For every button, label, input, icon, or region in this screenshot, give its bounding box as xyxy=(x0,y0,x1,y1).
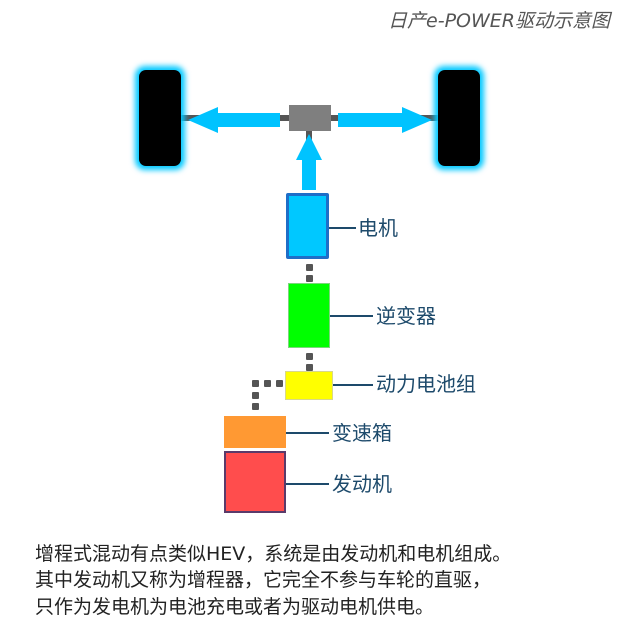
gearbox-leader-line xyxy=(286,432,329,434)
gearbox-block xyxy=(224,416,286,448)
gearbox-label: 变速箱 xyxy=(332,421,392,445)
caption-line-3: 只作为发电机为电池充电或者为驱动电机供电。 xyxy=(35,596,435,618)
connection-dot xyxy=(306,264,313,271)
inverter-block xyxy=(288,283,330,348)
battery-leader-line xyxy=(333,384,373,386)
inverter-label: 逆变器 xyxy=(376,304,436,328)
connection-dot xyxy=(252,403,259,410)
up-arrow xyxy=(296,134,322,190)
engine-leader-line xyxy=(286,483,329,485)
connection-dot xyxy=(306,275,313,282)
battery-block xyxy=(285,371,333,400)
engine-block xyxy=(224,451,286,513)
connection-dot xyxy=(306,353,313,360)
motor-block xyxy=(286,193,329,259)
diagram-title: 日产e-POWER驱动示意图 xyxy=(388,10,610,32)
left-wheel xyxy=(135,66,185,170)
right-arrow xyxy=(338,107,432,133)
inverter-leader-line xyxy=(330,315,373,317)
connection-dot xyxy=(252,392,259,399)
differential xyxy=(289,105,331,131)
connection-dot xyxy=(264,380,271,387)
connection-dot xyxy=(306,364,313,371)
motor-leader-line xyxy=(329,227,356,229)
left-arrow xyxy=(188,107,280,133)
motor-label: 电机 xyxy=(358,216,398,240)
connection-dot xyxy=(252,380,259,387)
right-wheel xyxy=(434,66,484,170)
engine-label: 发动机 xyxy=(332,472,392,496)
caption-line-1: 增程式混动有点类似HEV，系统是由发动机和电机组成。 xyxy=(35,543,512,565)
caption-line-2: 其中发动机又称为增程器，它完全不参与车轮的直驱， xyxy=(35,569,492,591)
battery-label: 动力电池组 xyxy=(376,372,476,396)
connection-dot xyxy=(276,380,283,387)
